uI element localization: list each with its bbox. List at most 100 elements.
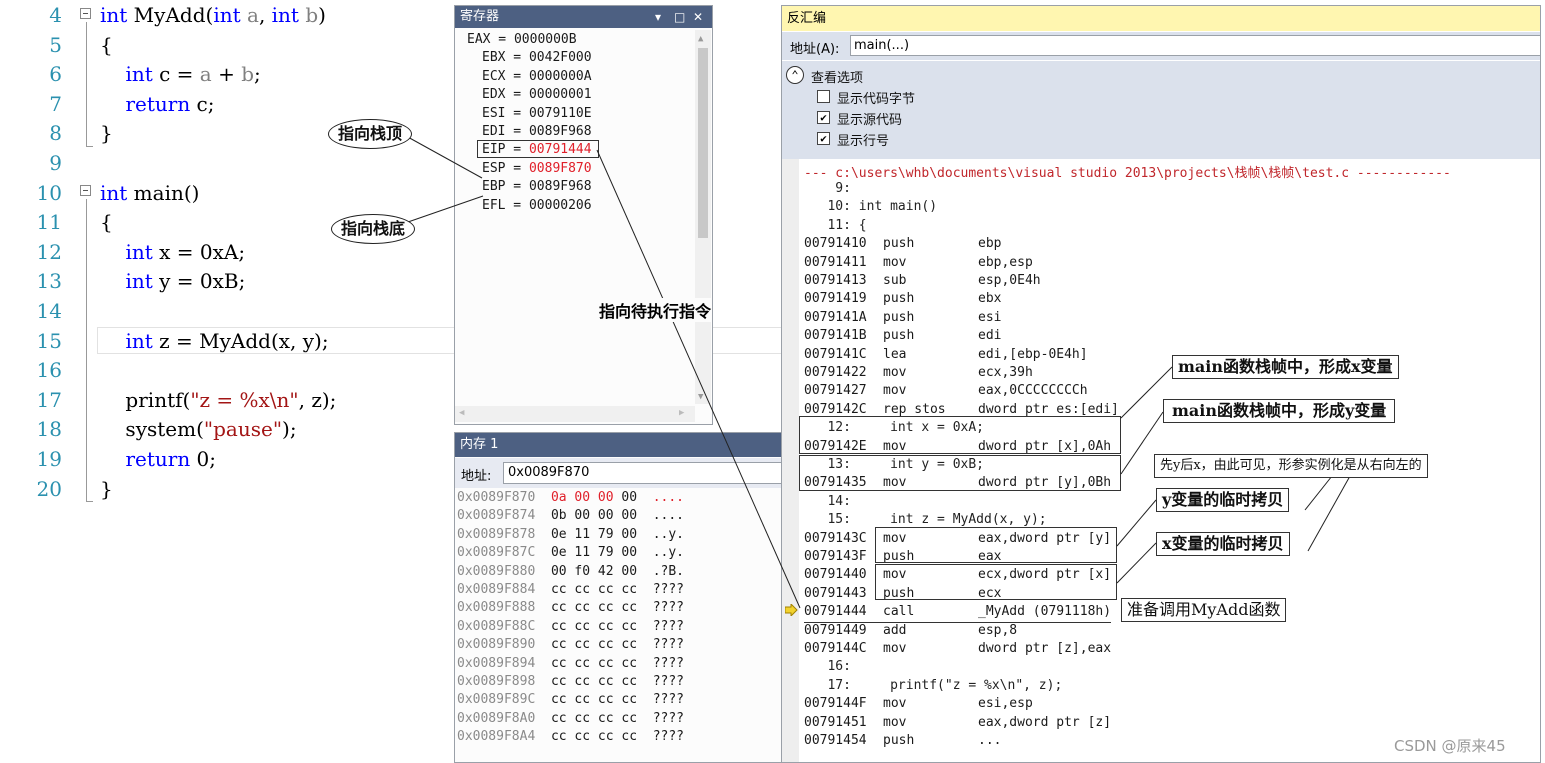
memory-row[interactable]: 0x0089F89C cc cc cc cc ????: [457, 691, 684, 709]
memory-row[interactable]: 0x0089F87C 0e 11 79 00 ..y.: [457, 544, 684, 562]
scroll-left-icon[interactable]: ◀: [459, 408, 465, 418]
disassembly-row[interactable]: 12: int x = 0xA;: [804, 419, 984, 437]
code-line[interactable]: 16: [0, 356, 780, 385]
scroll-up-icon[interactable]: ▲: [698, 34, 704, 44]
register-row[interactable]: EDI = 0089F968: [482, 124, 592, 139]
code-line[interactable]: 15 int z = MyAdd(x, y);: [0, 327, 780, 356]
memory-titlebar[interactable]: 内存 1: [455, 433, 783, 457]
disassembly-row[interactable]: 15: int z = MyAdd(x, y);: [804, 511, 1046, 529]
code-line[interactable]: 17 printf("z = %x\n", z);: [0, 386, 780, 415]
close-icon[interactable]: ✕: [693, 10, 704, 24]
code-line[interactable]: 5{: [0, 31, 780, 60]
option-checkbox[interactable]: ✔: [817, 111, 830, 124]
code-line[interactable]: 19 return 0;: [0, 445, 780, 474]
memory-row[interactable]: 0x0089F870 0a 00 00 00 ....: [457, 489, 684, 507]
code-line[interactable]: 11{: [0, 208, 780, 237]
disassembly-row[interactable]: 11: {: [804, 217, 866, 235]
dropdown-icon[interactable]: ▾: [655, 10, 662, 24]
memory-row[interactable]: 0x0089F894 cc cc cc cc ????: [457, 655, 684, 673]
collapse-icon[interactable]: [80, 8, 91, 19]
code-line[interactable]: 9: [0, 149, 780, 178]
option-label[interactable]: 显示代码字节: [837, 92, 916, 107]
memory-row[interactable]: 0x0089F878 0e 11 79 00 ..y.: [457, 526, 684, 544]
code-line[interactable]: 18 system("pause");: [0, 415, 780, 444]
registers-titlebar[interactable]: 寄存器 ▾ □ ✕: [455, 6, 712, 28]
disassembly-window[interactable]: 反汇编 地址(A): main(...) ⌃ 查看选项 显示代码字节✔显示源代码…: [781, 5, 1541, 763]
memory-row[interactable]: 0x0089F884 cc cc cc cc ????: [457, 581, 684, 599]
register-row[interactable]: EBP = 0089F968: [482, 179, 592, 195]
memory-row[interactable]: 0x0089F8A0 cc cc cc cc ????: [457, 710, 684, 728]
code-line[interactable]: 13 int y = 0xB;: [0, 267, 780, 296]
register-row[interactable]: ECX = 0000000A: [482, 68, 592, 84]
memory-row[interactable]: 0x0089F88C cc cc cc cc ????: [457, 618, 684, 636]
memory-row[interactable]: 0x0089F8A4 cc cc cc cc ????: [457, 728, 684, 746]
memory-address-input[interactable]: 0x0089F870: [503, 462, 783, 484]
register-row[interactable]: EDX = 00000001: [482, 87, 592, 103]
scrollbar-thumb[interactable]: [698, 48, 708, 238]
maximize-icon[interactable]: □: [674, 10, 686, 24]
register-row[interactable]: EBX = 0042F000: [482, 50, 592, 66]
code-line[interactable]: 20}: [0, 475, 780, 504]
option-checkbox[interactable]: [817, 90, 830, 103]
register-row[interactable]: EIP = 00791444: [482, 141, 592, 159]
memory-row[interactable]: 0x0089F890 cc cc cc cc ????: [457, 636, 684, 654]
disassembly-titlebar[interactable]: 反汇编: [782, 6, 1540, 31]
disassembly-row[interactable]: 9:: [804, 180, 859, 198]
disassembly-address-input[interactable]: main(...): [850, 35, 1540, 56]
memory-row[interactable]: 0x0089F888 cc cc cc cc ????: [457, 599, 684, 617]
memory-row[interactable]: 0x0089F898 cc cc cc cc ????: [457, 673, 684, 691]
disassembly-row[interactable]: 17: printf("z = %x\n", z);: [804, 677, 1062, 695]
option-checkbox[interactable]: ✔: [817, 132, 830, 145]
collapse-icon[interactable]: [80, 185, 91, 196]
register-row[interactable]: ESP = 0089F870: [482, 160, 592, 178]
view-options-label[interactable]: 查看选项: [811, 71, 864, 86]
code-line[interactable]: 8}: [0, 119, 780, 148]
scroll-right-icon[interactable]: ▶: [679, 408, 685, 418]
option-label[interactable]: 显示行号: [837, 134, 890, 149]
register-row[interactable]: EAX = 0000000B: [467, 32, 577, 47]
code-line[interactable]: 6 int c = a + b;: [0, 60, 780, 89]
memory-window[interactable]: 内存 1 地址: 0x0089F870 0x0089F870 0a 00 00 …: [454, 432, 784, 763]
code-line[interactable]: 14: [0, 297, 780, 326]
code-line[interactable]: 7 return c;: [0, 90, 780, 119]
collapse-options-icon[interactable]: ⌃: [786, 66, 804, 84]
register-row[interactable]: EFL = 00000206: [482, 197, 592, 213]
scroll-down-icon[interactable]: ▼: [698, 392, 704, 402]
disassembly-row[interactable]: 14:: [804, 493, 859, 511]
memory-row[interactable]: 0x0089F880 00 f0 42 00 .?B.: [457, 563, 684, 581]
register-row[interactable]: ESI = 0079110E: [482, 105, 592, 121]
disassembly-row[interactable]: 10: int main(): [804, 198, 937, 216]
disassembly-row[interactable]: 13: int y = 0xB;: [804, 456, 984, 474]
option-label[interactable]: 显示源代码: [837, 113, 903, 128]
horizontal-scrollbar[interactable]: ◀ ▶: [455, 406, 695, 422]
memory-row[interactable]: 0x0089F874 0b 00 00 00 ....: [457, 507, 684, 525]
disassembly-row[interactable]: 16:: [804, 658, 859, 676]
code-line[interactable]: 12 int x = 0xA;: [0, 238, 780, 267]
